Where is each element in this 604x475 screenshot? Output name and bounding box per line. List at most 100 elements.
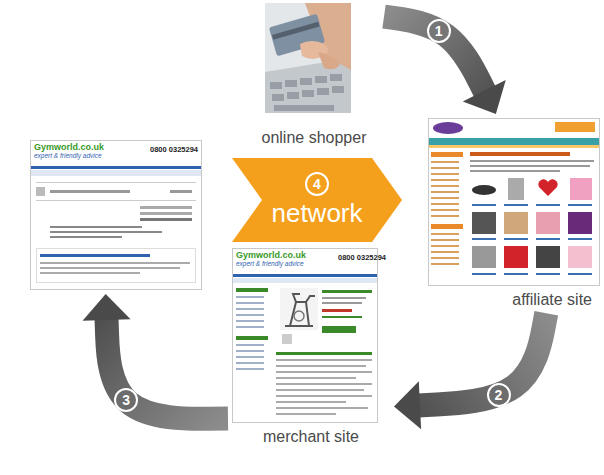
card-stripe — [272, 22, 320, 40]
text-line — [276, 407, 368, 409]
text-line — [50, 231, 162, 233]
key — [287, 92, 299, 99]
text-line — [140, 218, 192, 221]
merchant-screenshot — [233, 249, 378, 423]
key — [315, 76, 327, 83]
menu-heading — [236, 288, 268, 292]
product-image — [570, 178, 592, 200]
menu-line — [236, 308, 264, 310]
menu-line — [431, 179, 459, 181]
arrow-shaft — [107, 318, 228, 419]
text-line — [322, 316, 362, 318]
callout-circle: 2 — [487, 383, 511, 407]
table-rule — [36, 200, 196, 201]
merchant-node: Gymworld.co.ukexpert & friendly advice 08… — [232, 248, 390, 446]
text-line — [568, 273, 592, 275]
menu-line — [431, 209, 459, 211]
screenshot-header: Gymworld.co.ukexpert & friendly advice08… — [30, 140, 202, 160]
step-label: network — [271, 199, 362, 228]
menu-line — [431, 251, 459, 253]
confirmation-screenshot — [31, 141, 202, 290]
key — [285, 80, 297, 87]
text-line — [40, 272, 140, 274]
arrow-head — [463, 80, 506, 114]
text-line — [50, 236, 122, 238]
price-line — [322, 309, 352, 312]
product-image — [472, 212, 496, 234]
shopper-node: online shopper — [248, 2, 380, 147]
node-caption: online shopper — [248, 128, 380, 147]
site-logo-text: Gymworld.co.uk — [236, 250, 306, 260]
screenshot-frame — [429, 119, 600, 286]
arrow-shaft — [384, 17, 485, 93]
text-line — [140, 212, 192, 215]
node-caption: merchant site — [232, 427, 390, 446]
flow-arrow — [384, 17, 506, 114]
delivery-banner — [555, 122, 595, 132]
header-bar — [233, 274, 377, 277]
menu-line — [236, 320, 264, 322]
callout-number: 1 — [429, 21, 449, 41]
arrow-shaft — [418, 313, 546, 405]
menu-line — [431, 233, 459, 235]
header-left: Gymworld.co.ukexpert & friendly advice — [236, 250, 306, 268]
menu-heading — [431, 224, 463, 229]
menu-line — [431, 197, 459, 199]
menu-line — [236, 344, 264, 346]
product-image — [536, 212, 560, 234]
menu-line — [431, 173, 459, 175]
text-line — [276, 395, 372, 397]
text-line — [536, 204, 560, 206]
menu-line — [431, 191, 459, 193]
flow-arrow — [394, 313, 546, 429]
menu-line — [236, 368, 264, 370]
screenshot-area: Gymworld.co.ukexpert & friendly advice 08… — [232, 248, 390, 423]
menu-line — [431, 263, 459, 265]
key — [300, 78, 312, 85]
menu-line — [236, 362, 264, 364]
chevron-fill — [232, 158, 402, 242]
text-line — [276, 401, 346, 403]
text-line — [170, 190, 192, 193]
text-line — [40, 262, 190, 264]
nav-bar — [429, 138, 599, 145]
menu-line — [236, 314, 264, 316]
screenshot-frame — [31, 141, 202, 290]
product-image — [472, 246, 496, 268]
table-rule — [36, 182, 196, 183]
text-line — [50, 190, 130, 193]
info-box — [37, 249, 196, 283]
product-thumb — [282, 334, 292, 344]
text-line — [276, 359, 372, 361]
network-chevron: 4 network — [232, 158, 402, 242]
screenshot-area — [428, 118, 602, 286]
header-right: 0800 0325294 — [338, 250, 386, 262]
menu-line — [431, 215, 459, 217]
text-line — [472, 238, 496, 240]
text-line — [276, 371, 372, 373]
key — [302, 90, 314, 97]
key — [332, 86, 344, 93]
product-image — [504, 212, 528, 234]
chevron-content: 4 network — [232, 158, 402, 242]
arrow-head — [83, 294, 131, 321]
fingers — [318, 52, 340, 69]
menu-line — [236, 356, 264, 358]
nav-bar — [233, 278, 377, 283]
menu-line — [236, 302, 264, 304]
text-line — [568, 238, 592, 240]
flow-arrow — [83, 294, 228, 419]
screenshot-area — [248, 2, 380, 124]
affiliate-screenshot — [429, 119, 600, 286]
key — [317, 88, 329, 95]
text-line — [470, 170, 560, 172]
step-number: 4 — [305, 172, 329, 196]
menu-heading — [431, 152, 463, 157]
text-line — [536, 238, 560, 240]
confirmation-node: Gymworld.co.ukexpert & friendly advice08… — [30, 140, 202, 290]
page-heading — [470, 152, 570, 156]
product-image — [504, 246, 528, 268]
menu-heading — [236, 336, 268, 340]
text-line — [140, 206, 192, 209]
